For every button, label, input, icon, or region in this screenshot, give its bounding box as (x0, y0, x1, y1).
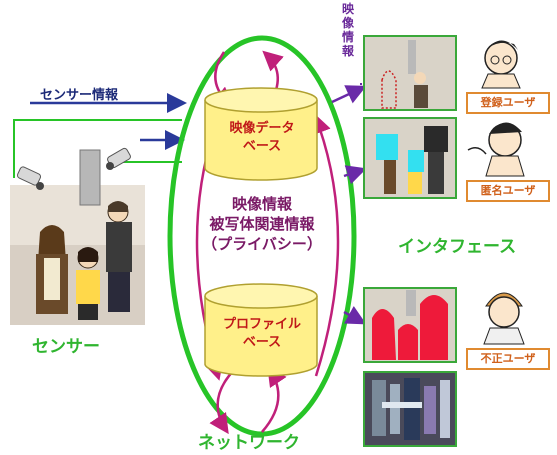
video-info-vertical-label: 映像情報 (342, 2, 355, 58)
person-figure (36, 225, 68, 314)
sensor-scene-illustration (10, 147, 145, 325)
interface-label: インタフェース (398, 237, 517, 257)
registered-user-label: 登録ユーザ (466, 92, 550, 114)
center-line-3: （プライバシー） (202, 235, 322, 253)
person-figure (106, 201, 132, 312)
network-label: ネットワーク (198, 433, 300, 453)
profile-database-label-line2: ベース (242, 335, 282, 350)
interface-panel-unauthorized (363, 287, 457, 363)
center-line-2: 被写体関連情報 (209, 215, 315, 233)
user-avatar-unauthorized (483, 292, 525, 345)
profile-database-label-line1: プロファイル (222, 317, 301, 332)
center-line-1: 映像情報 (231, 195, 292, 213)
user-avatar-anonymous (467, 122, 525, 177)
sensor-wiring (13, 119, 182, 178)
profile-database-label: プロファイル ベース (212, 316, 312, 352)
output-arrows (331, 85, 367, 325)
central-info-text: 映像情報 被写体関連情報 （プライバシー） (186, 194, 338, 254)
sensor-label: センサー (32, 337, 100, 357)
network-ring (167, 35, 357, 437)
interface-panel-anonymous (363, 117, 457, 199)
interface-panel-registered (363, 35, 457, 111)
person-figure (76, 247, 100, 320)
profile-database-cylinder (204, 283, 318, 377)
anonymous-user-label: 匿名ユーザ (466, 180, 550, 202)
video-database-label: 映像データ ベース (222, 120, 302, 156)
user-avatar-registered (481, 40, 521, 89)
video-database-cylinder (204, 87, 318, 181)
interface-panel-scrambled (363, 371, 457, 447)
unauthorized-user-label: 不正ユーザ (466, 348, 550, 370)
video-database-label-line1: 映像データ (229, 121, 295, 136)
camera-icon (16, 166, 44, 190)
camera-icon (106, 147, 131, 170)
sensor-info-label: センサー情報 (40, 88, 119, 103)
video-database-label-line2: ベース (242, 139, 282, 154)
